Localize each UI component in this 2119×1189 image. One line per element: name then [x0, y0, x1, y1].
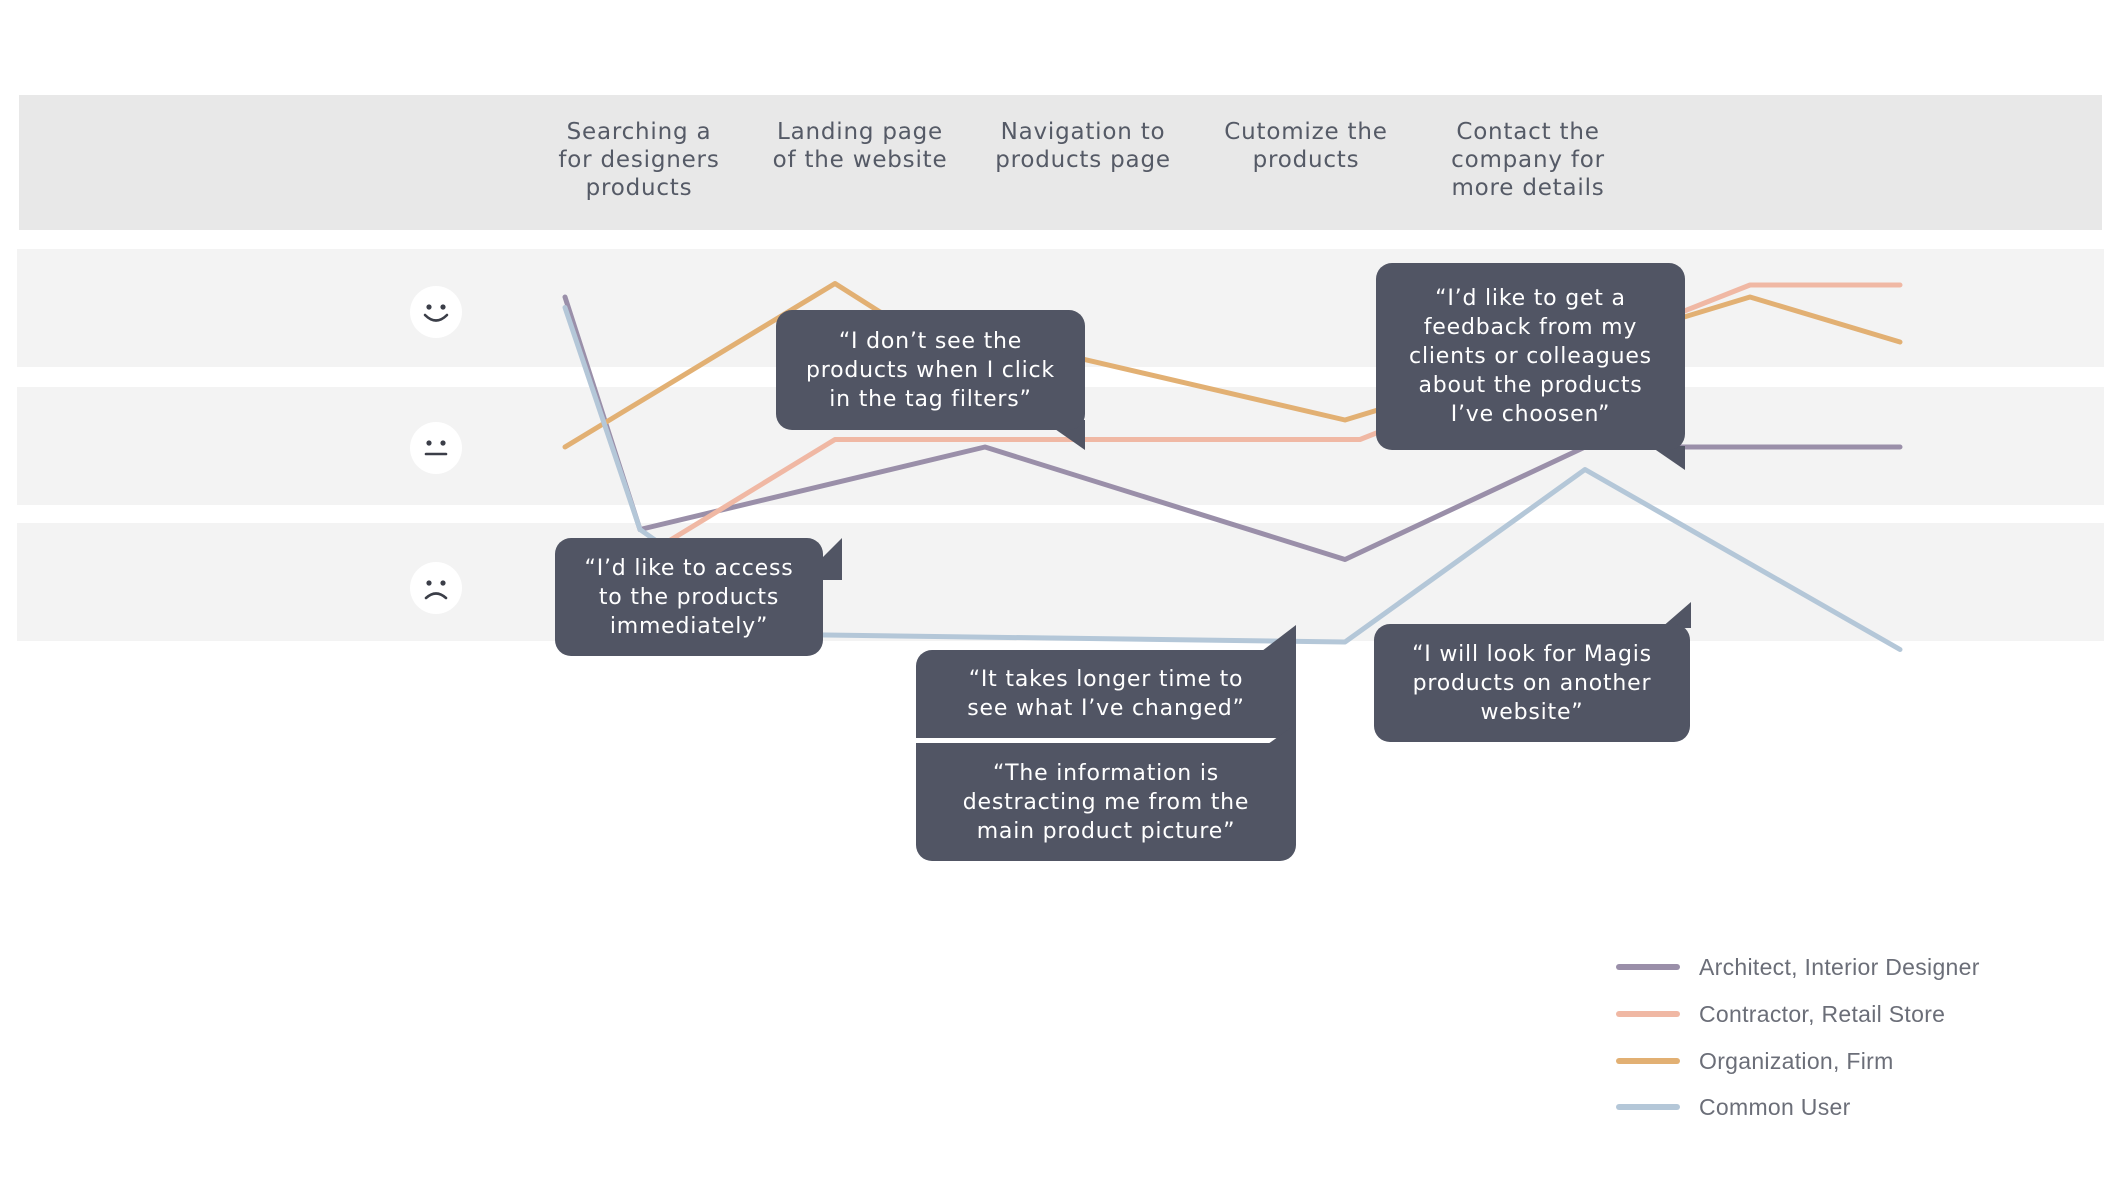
bubble-tail [1661, 602, 1691, 628]
series-line-architect [562, 294, 1903, 562]
stage-label-navigation: Navigation to products page [995, 119, 1171, 173]
happy-icon [410, 286, 462, 338]
series-line-contractor [562, 282, 1903, 607]
legend-swatch [1616, 1104, 1680, 1110]
legend-label: Architect, Interior Designer [1699, 953, 1980, 980]
quote-bubble-changes: “It takes longer time to see what I’ve c… [916, 650, 1296, 738]
legend-swatch [1616, 964, 1680, 970]
bubble-tail [1262, 625, 1296, 651]
quote-bubble-another-website: “I will look for Magis products on anoth… [1374, 624, 1690, 742]
stage-label-search: Searching a for designers products [558, 119, 720, 201]
stage-label-customize: Cutomize the products [1224, 119, 1388, 173]
bubble-tail [1650, 446, 1685, 470]
legend-label: Organization, Firm [1699, 1047, 1894, 1074]
bubble-tail [1268, 724, 1296, 744]
legend-item-contractor: Contractor, Retail Store [1616, 999, 1945, 1029]
legend-label: Contractor, Retail Store [1699, 1000, 1946, 1027]
series-line-organization [562, 281, 1903, 450]
stage-label-landing: Landing page of the website [772, 119, 948, 173]
neutral-icon [410, 422, 462, 474]
quote-bubble-tag-filters: “I don’t see the products when I click i… [776, 310, 1085, 430]
sad-icon [410, 562, 462, 614]
stage-header-band [19, 95, 2102, 230]
series-line-common-user [562, 305, 1903, 652]
quote-bubble-distracting: “The information is destracting me from … [916, 743, 1296, 861]
sad-row-band [17, 523, 2104, 641]
legend-item-common-user: Common User [1616, 1092, 1851, 1122]
legend-swatch [1616, 1011, 1680, 1017]
legend-item-architect: Architect, Interior Designer [1616, 952, 1980, 982]
quote-bubble-access: “I’d like to access to the products imme… [555, 538, 823, 656]
quote-bubble-feedback: “I’d like to get a feedback from my clie… [1376, 263, 1685, 450]
legend-swatch [1616, 1058, 1680, 1064]
legend-label: Common User [1699, 1093, 1851, 1120]
legend-item-organization: Organization, Firm [1616, 1046, 1894, 1076]
stage-label-contact: Contact the company for more details [1451, 119, 1605, 201]
